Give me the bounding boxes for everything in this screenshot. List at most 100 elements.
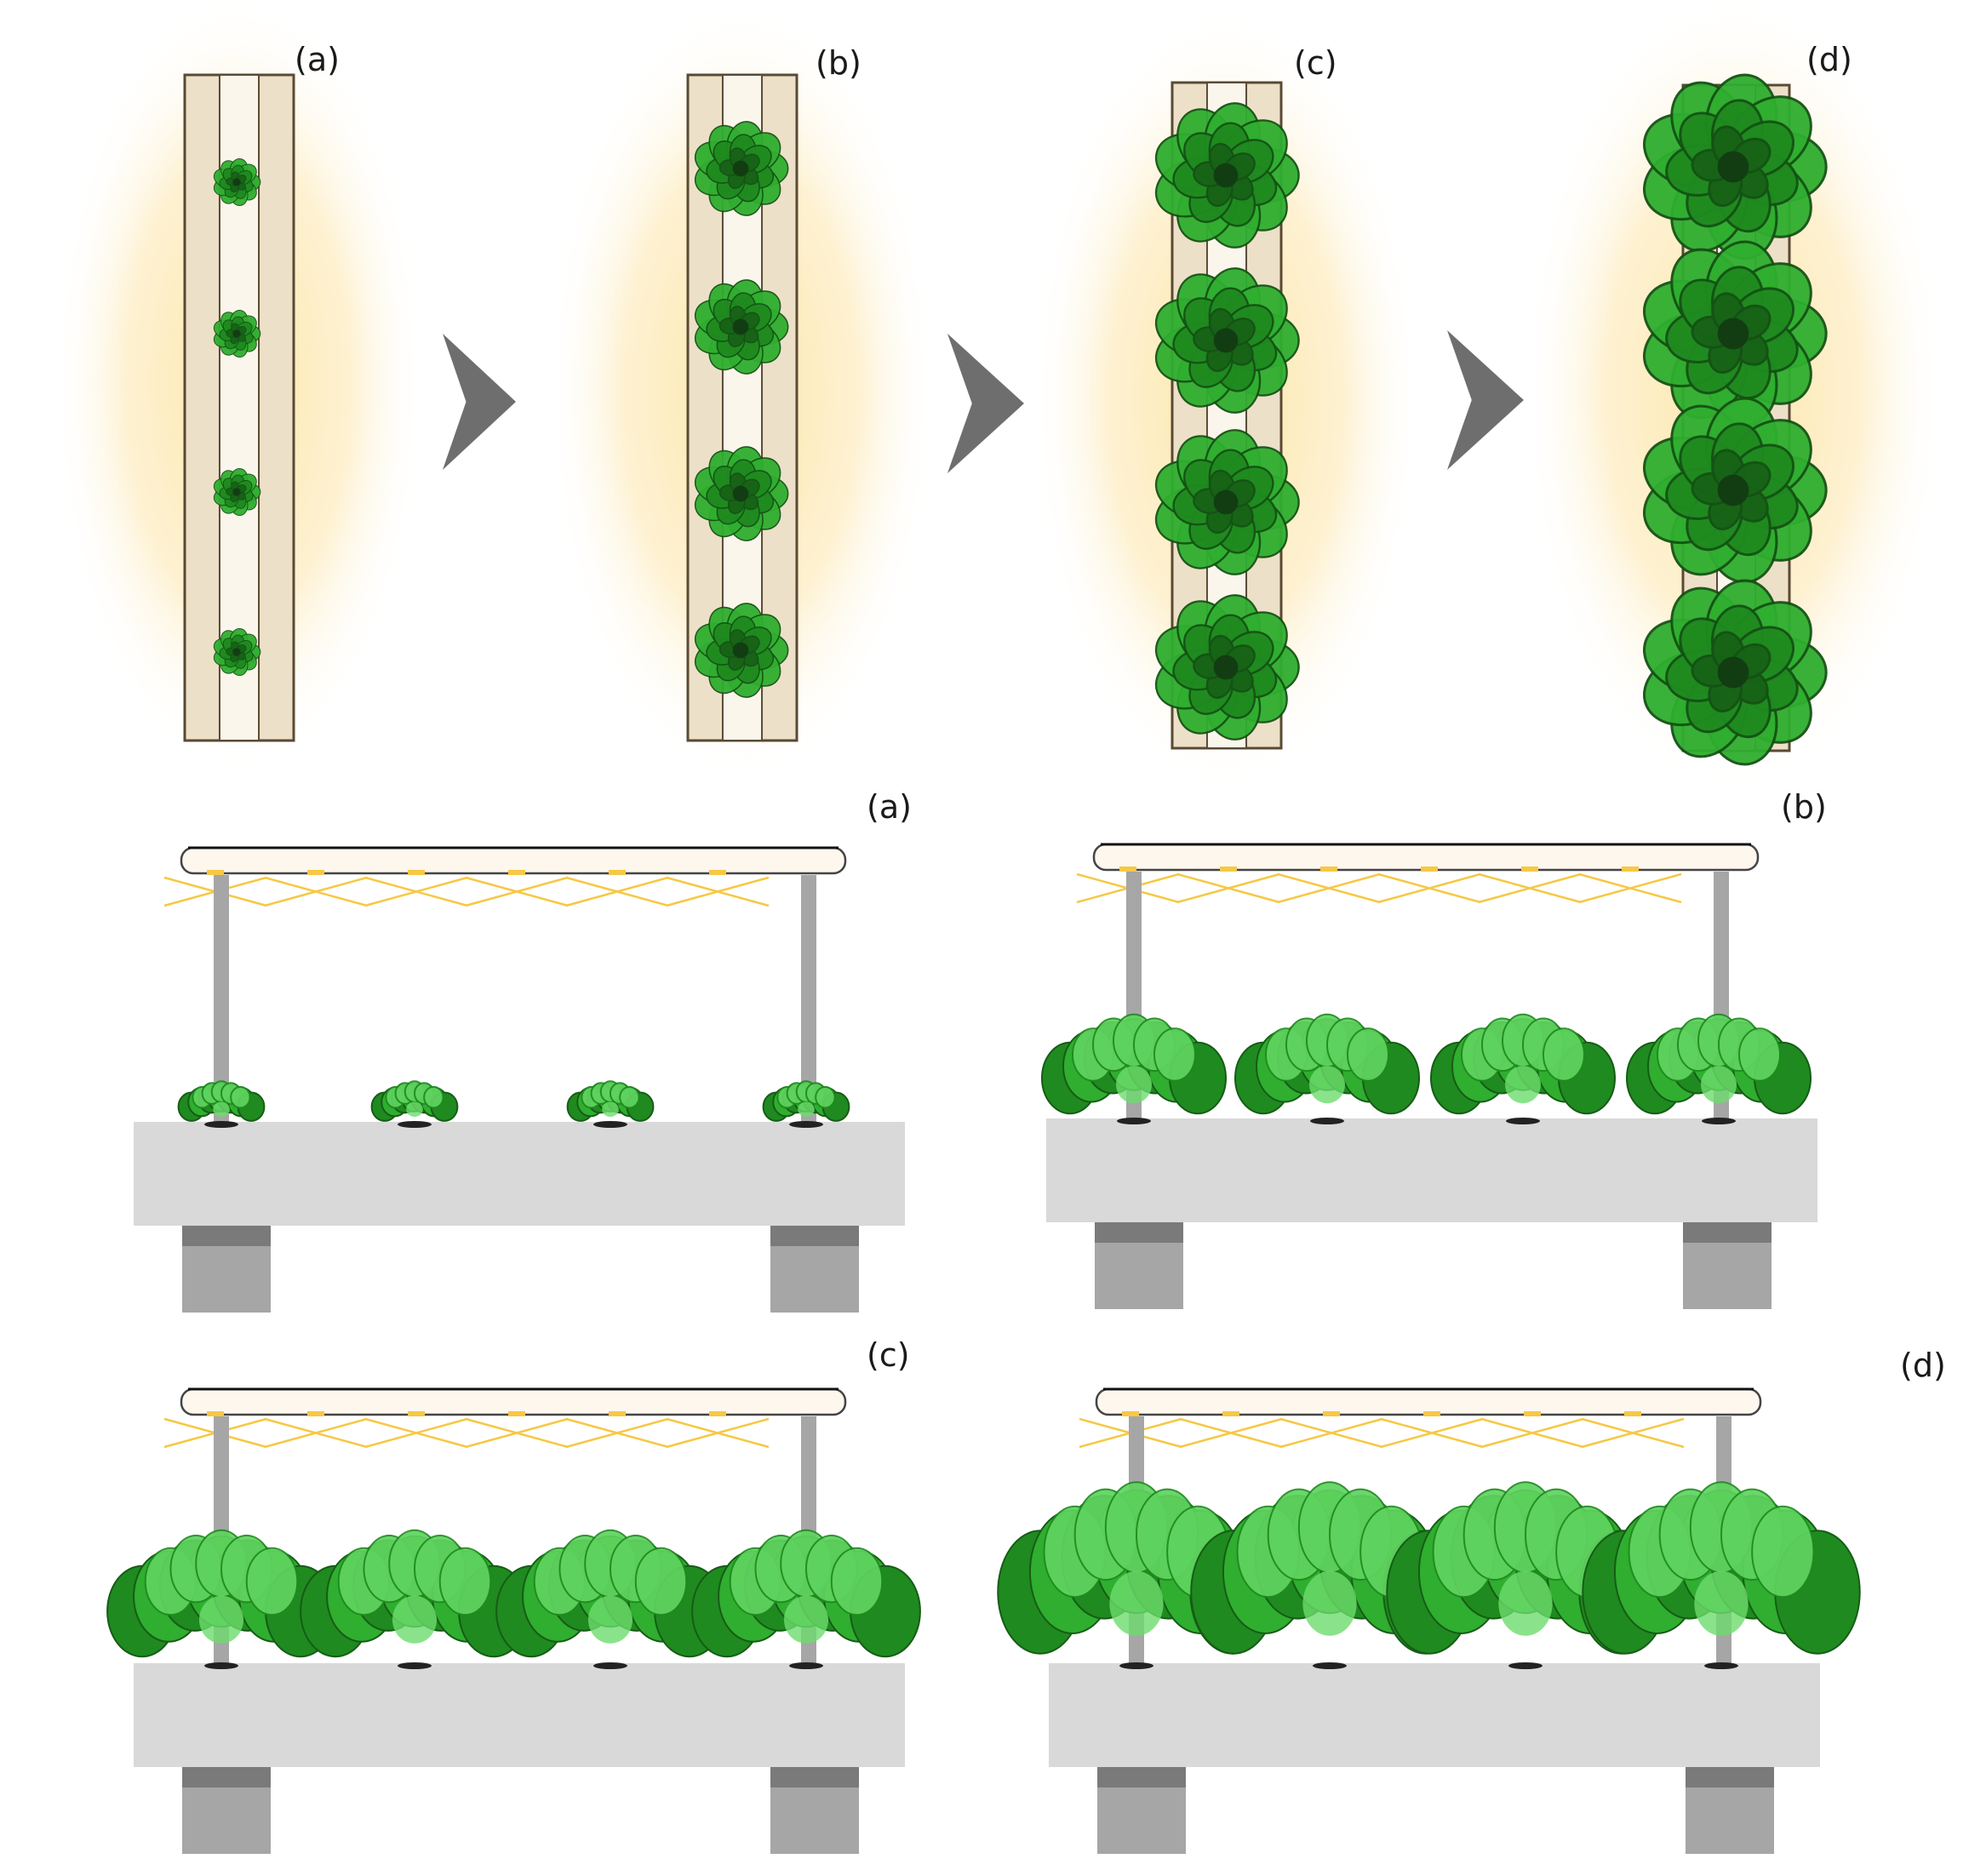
planting-hole bbox=[1117, 1118, 1151, 1124]
leaf bbox=[1751, 1505, 1815, 1599]
side-panel-label-b: (b) bbox=[1781, 788, 1827, 826]
bench-leg-top bbox=[1683, 1222, 1772, 1243]
light-ray bbox=[565, 1417, 669, 1449]
planting-hole bbox=[1119, 1662, 1153, 1669]
leaf bbox=[619, 1085, 640, 1109]
planting-hole bbox=[1704, 1662, 1738, 1669]
top-panel-label-b: (b) bbox=[816, 44, 861, 82]
lettuce-side-view bbox=[1041, 1013, 1227, 1115]
grow-tray bbox=[183, 73, 295, 742]
light-ray bbox=[1380, 1417, 1484, 1449]
bench-leg-top bbox=[1686, 1767, 1774, 1787]
bench-leg-top bbox=[182, 1226, 271, 1246]
heart bbox=[1302, 1570, 1357, 1636]
bench-leg bbox=[182, 1246, 271, 1313]
lettuce-top-view bbox=[694, 121, 789, 216]
lettuce-top-view bbox=[213, 627, 261, 677]
bench-leg bbox=[1095, 1243, 1183, 1309]
heart bbox=[732, 160, 749, 177]
led-chip bbox=[1524, 1411, 1541, 1416]
heart bbox=[1717, 474, 1749, 506]
planting-hole bbox=[204, 1121, 238, 1128]
chevron-right-icon bbox=[1447, 330, 1524, 470]
led-chip bbox=[508, 870, 525, 875]
leaf bbox=[1347, 1027, 1389, 1082]
side-view-benches bbox=[106, 843, 1861, 1854]
light-ray bbox=[565, 876, 669, 907]
bench-top bbox=[1049, 1663, 1820, 1767]
heart bbox=[1505, 1066, 1541, 1104]
bench-leg-top bbox=[1095, 1222, 1183, 1243]
led-chip bbox=[1222, 1411, 1239, 1416]
heart bbox=[1498, 1570, 1553, 1636]
light-ray bbox=[1377, 872, 1481, 904]
led-lamp bbox=[180, 846, 847, 875]
planting-hole bbox=[204, 1662, 238, 1669]
lettuce-side-view bbox=[1234, 1013, 1420, 1115]
light-ray bbox=[1478, 872, 1582, 904]
bench-leg bbox=[1097, 1787, 1186, 1854]
bench-top bbox=[134, 1663, 905, 1767]
bench-leg bbox=[1683, 1243, 1772, 1309]
led-chip bbox=[1122, 1411, 1139, 1416]
lettuce-top-view bbox=[1154, 102, 1300, 249]
light-ray bbox=[1277, 872, 1381, 904]
side-view-bench bbox=[134, 846, 905, 1313]
planting-hole bbox=[1313, 1662, 1347, 1669]
led-chip bbox=[1220, 867, 1237, 872]
side-panel-label-c: (c) bbox=[867, 1336, 910, 1374]
support-pole bbox=[214, 875, 229, 1125]
lettuce-top-view bbox=[213, 467, 261, 517]
planting-hole bbox=[1310, 1118, 1344, 1124]
grow-tray bbox=[1154, 81, 1300, 750]
heart bbox=[232, 178, 241, 186]
led-chip bbox=[1320, 867, 1337, 872]
led-chip bbox=[1421, 867, 1438, 872]
heart bbox=[1694, 1570, 1749, 1636]
planting-hole bbox=[789, 1662, 823, 1669]
led-lamp bbox=[180, 1387, 847, 1416]
planting-hole bbox=[1506, 1118, 1540, 1124]
light-ray bbox=[465, 876, 569, 907]
lettuce-side-view bbox=[691, 1529, 921, 1658]
led-lamp bbox=[1092, 843, 1760, 872]
top-panel-label-d: (d) bbox=[1806, 41, 1852, 78]
lettuce-side-view bbox=[762, 1080, 850, 1122]
lettuce-side-view bbox=[1430, 1013, 1616, 1115]
leaf bbox=[423, 1085, 444, 1109]
lettuce-top-view bbox=[694, 603, 789, 698]
lettuce-side-view bbox=[1626, 1013, 1812, 1115]
led-chip bbox=[709, 1411, 726, 1416]
top-panel-label-c: (c) bbox=[1294, 44, 1337, 82]
planting-hole bbox=[1702, 1118, 1736, 1124]
light-ray bbox=[364, 876, 468, 907]
lettuce-side-view bbox=[1582, 1481, 1861, 1655]
led-chip bbox=[1622, 867, 1639, 872]
leaf bbox=[830, 1547, 884, 1616]
light-ray bbox=[666, 1417, 770, 1449]
side-view-bench bbox=[997, 1387, 1861, 1854]
side-panel-label-a: (a) bbox=[867, 788, 912, 826]
light-ray bbox=[1176, 872, 1280, 904]
heart bbox=[798, 1101, 815, 1118]
heart bbox=[587, 1595, 633, 1644]
light-ray bbox=[264, 876, 368, 907]
heart bbox=[1213, 328, 1239, 353]
lettuce-top-view bbox=[1154, 594, 1300, 741]
led-chip bbox=[408, 870, 425, 875]
heart bbox=[1717, 151, 1749, 183]
planting-hole bbox=[593, 1662, 627, 1669]
led-chip bbox=[1423, 1411, 1440, 1416]
planting-hole bbox=[593, 1121, 627, 1128]
grow-tray bbox=[1642, 73, 1828, 766]
heart bbox=[602, 1101, 619, 1118]
heart bbox=[1109, 1570, 1164, 1636]
stage-arrows bbox=[443, 330, 1524, 473]
heart bbox=[1116, 1066, 1152, 1104]
bench-leg-top bbox=[182, 1767, 271, 1787]
lettuce-top-view bbox=[1154, 429, 1300, 575]
led-chip bbox=[1323, 1411, 1340, 1416]
lettuce-side-view bbox=[300, 1529, 529, 1658]
top-view-trays bbox=[183, 73, 1828, 766]
